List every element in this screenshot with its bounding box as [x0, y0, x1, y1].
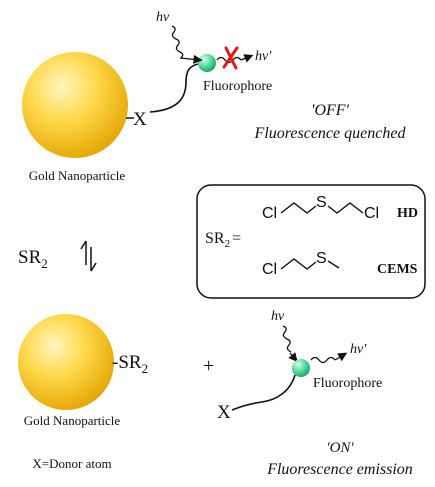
hd-s: S [316, 194, 327, 211]
x-label-top: X [133, 109, 147, 130]
cems-name: CEMS [377, 262, 418, 277]
donor-atom-legend: X=Donor atom [32, 456, 111, 471]
hd-cl-left: Cl [262, 205, 277, 222]
quench-cross-icon [222, 46, 239, 70]
off-state-label: 'OFF' [311, 102, 350, 119]
cems-chain [280, 258, 317, 270]
hv-out-label-top: hν' [255, 49, 272, 64]
emission-arrow-top [240, 54, 254, 63]
fluorophore-label-top: Fluorophore [203, 79, 272, 94]
hd-cl-right: Cl [364, 205, 379, 222]
cems-s: S [316, 250, 327, 267]
gold-nanoparticle-bottom [18, 314, 114, 410]
np-label-top: Gold Nanoparticle [29, 168, 126, 183]
hd-chain-right [327, 202, 364, 214]
hv-in-label-top: hν [156, 10, 170, 25]
linker-bottom [231, 374, 296, 411]
fluorophore-bottom [292, 359, 310, 377]
excitation-arrow-bottom [288, 352, 298, 362]
bottom-panel: -SR2 + hν hν' Fluorophore X Gold Nanopar… [18, 309, 413, 478]
gold-nanoparticle-top [22, 52, 128, 158]
excitation-arrow-top [179, 54, 203, 64]
np-label-bottom: Gold Nanoparticle [24, 413, 121, 428]
hv-out-label-bottom: hν' [350, 342, 367, 357]
emission-wave-bottom [310, 356, 336, 364]
hd-name: HD [397, 206, 418, 221]
x-label-bottom: X [217, 402, 231, 423]
emission-arrow-bottom [334, 352, 348, 362]
on-state-label: 'ON' [326, 440, 354, 456]
equilibrium-panel: SR2 [18, 240, 97, 272]
equilibrium-arrows-icon [80, 240, 97, 272]
cems-cl: Cl [262, 261, 277, 278]
hv-in-label-bottom: hν [271, 309, 285, 324]
linker-top [149, 63, 199, 113]
off-state-description: Fluorescence quenched [254, 125, 407, 142]
reagent-label: SR2 [18, 247, 48, 271]
fluorophore-label-bottom: Fluorophore [313, 376, 382, 391]
top-panel: X Fluorophore hν hν' 'OFF' Fluorescence … [22, 10, 406, 183]
fluorophore-top [198, 54, 216, 72]
np-group-label: -SR2 [112, 352, 148, 376]
box-lhs-label: SR2= [205, 230, 241, 250]
cems-structure: Cl S CEMS [262, 250, 418, 278]
on-state-description: Fluorescence emission [266, 461, 413, 478]
agents-box-frame [196, 184, 426, 299]
hd-structure: Cl S Cl HD [262, 194, 418, 222]
hd-chain-left [280, 202, 317, 214]
cems-methyl [327, 260, 340, 269]
excitation-wave-top [171, 25, 184, 59]
plus-sign: + [203, 355, 214, 377]
agents-box: SR2= Cl S Cl HD Cl S CEMS [196, 184, 426, 299]
emission-wave-top [216, 56, 242, 64]
excitation-wave-bottom [282, 325, 292, 353]
